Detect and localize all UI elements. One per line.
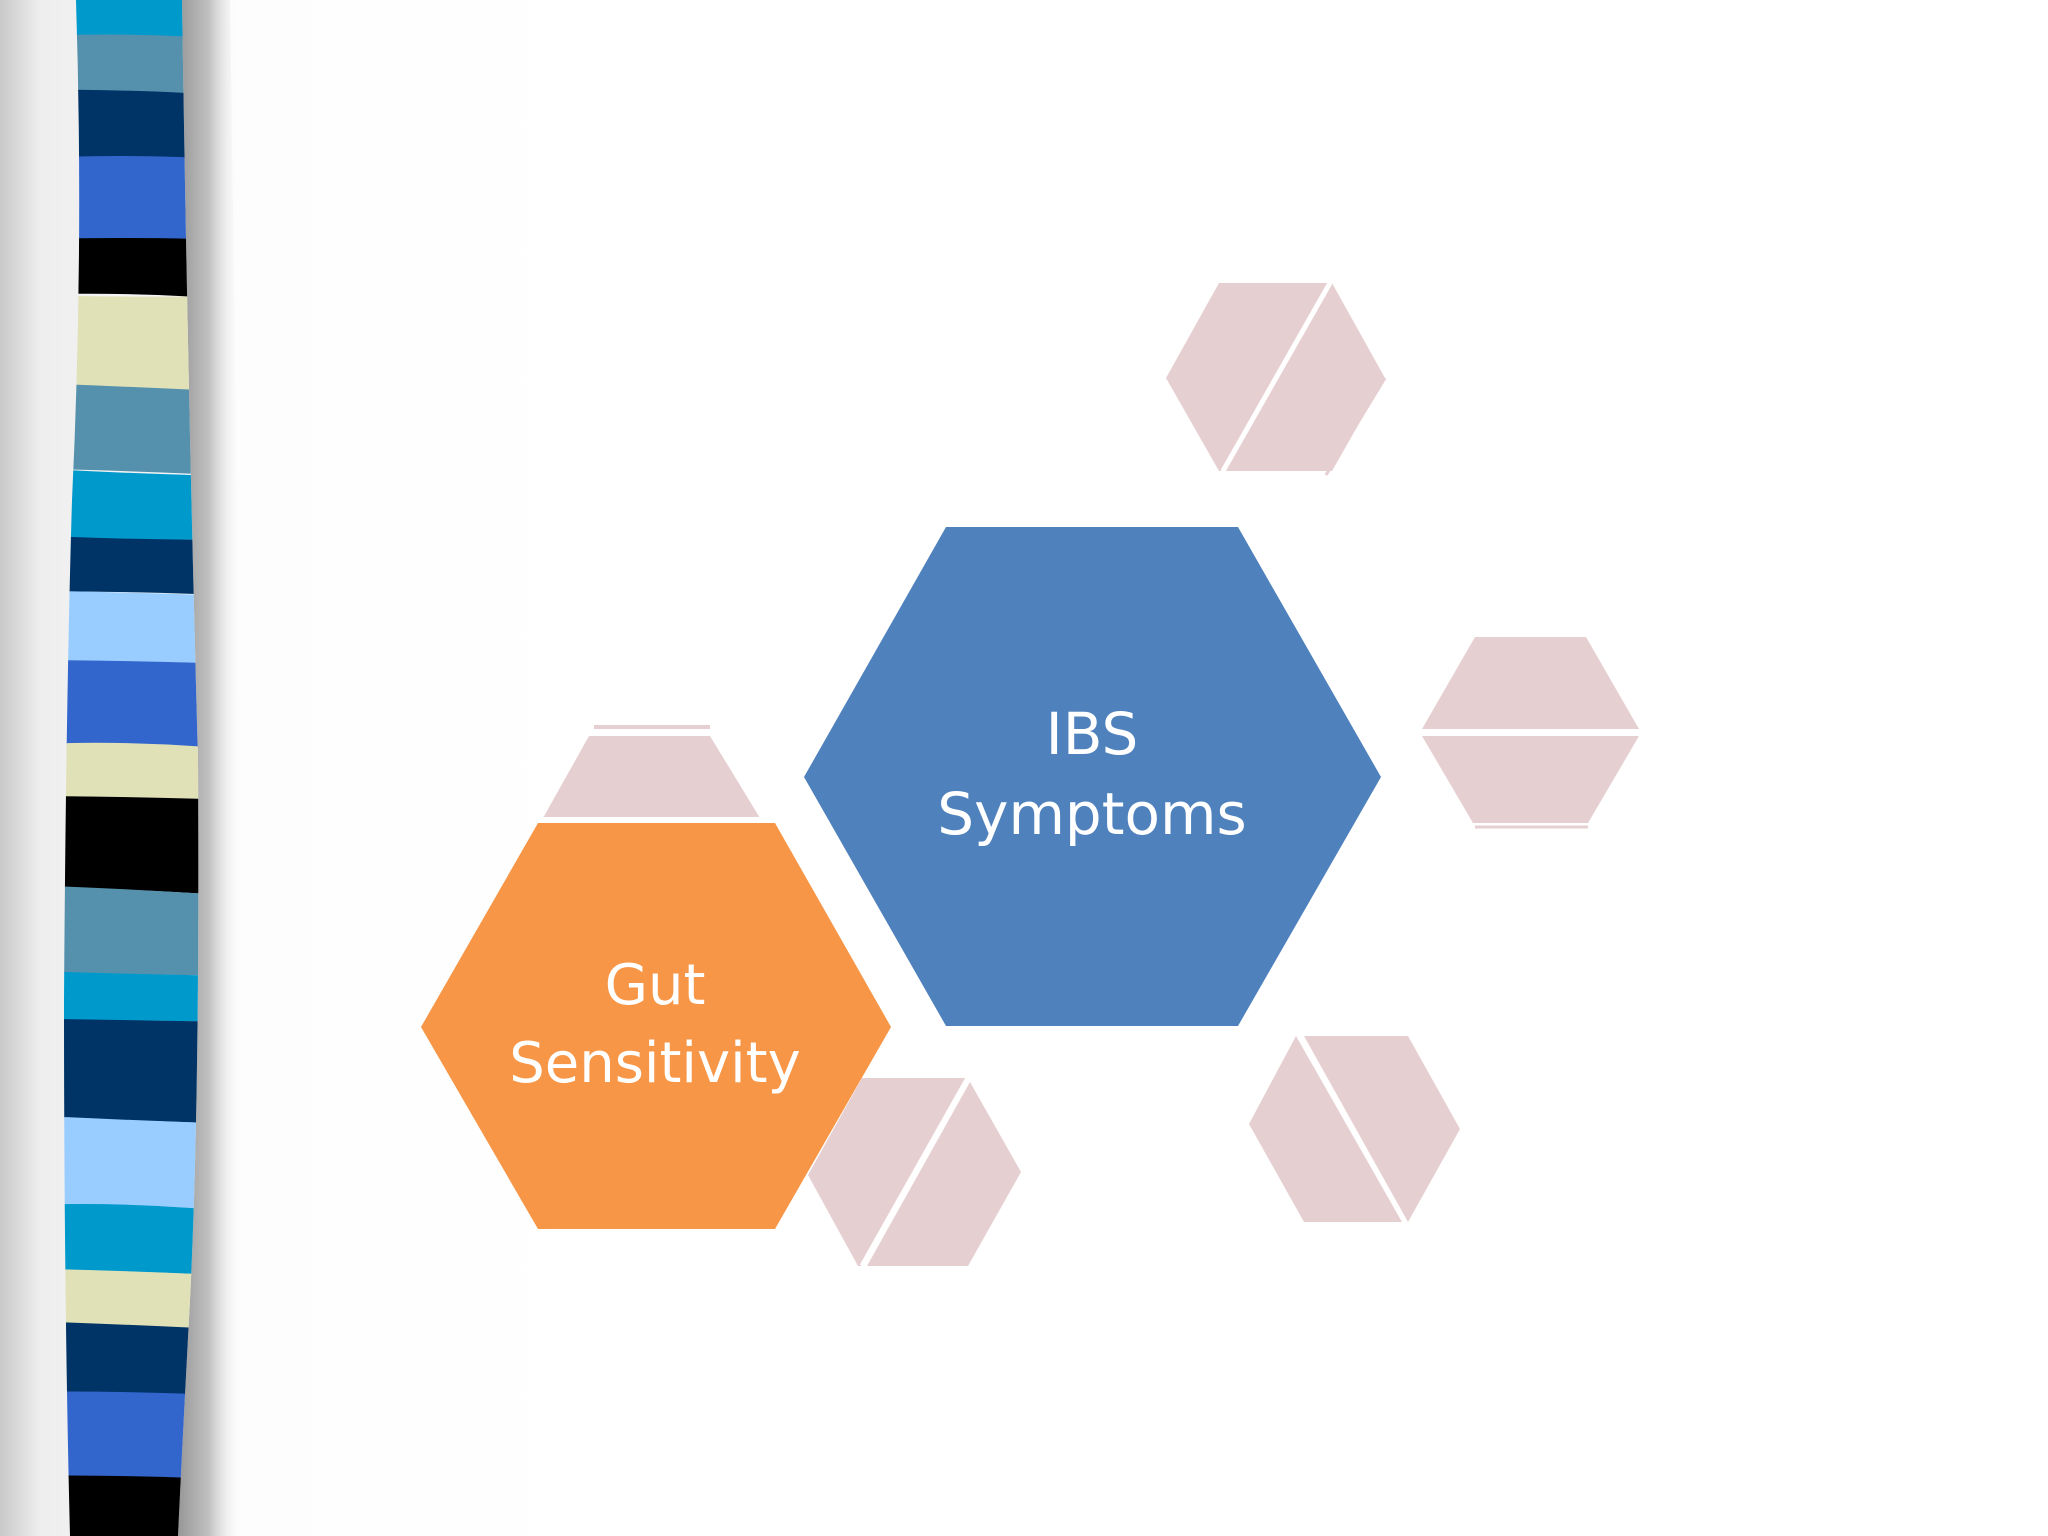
ibs-symptoms-node: IBS Symptoms xyxy=(804,527,1381,1026)
ibs-symptoms-label-line-2: Symptoms xyxy=(937,780,1246,848)
decorative-hexagon-bottom-right xyxy=(1249,1034,1460,1224)
gut-sensitivity-label-line-1: Gut xyxy=(605,953,706,1018)
decorative-hexagon-left-top xyxy=(543,725,760,818)
decorative-hexagon-top xyxy=(1166,281,1387,476)
gut-sensitivity-label-line-2: Sensitivity xyxy=(509,1031,801,1096)
decorative-hexagon-bottom-left xyxy=(808,1076,1021,1268)
ribbon-stripes xyxy=(64,0,199,1536)
decorative-hexagon-right xyxy=(1418,637,1643,829)
striped-ribbon-decoration xyxy=(64,0,240,1536)
gut-sensitivity-hexagon xyxy=(421,823,891,1229)
gut-sensitivity-node: Gut Sensitivity xyxy=(421,817,891,1229)
ibs-symptoms-label-line-1: IBS xyxy=(1046,700,1139,768)
ibs-symptoms-hexagon xyxy=(804,527,1381,1026)
